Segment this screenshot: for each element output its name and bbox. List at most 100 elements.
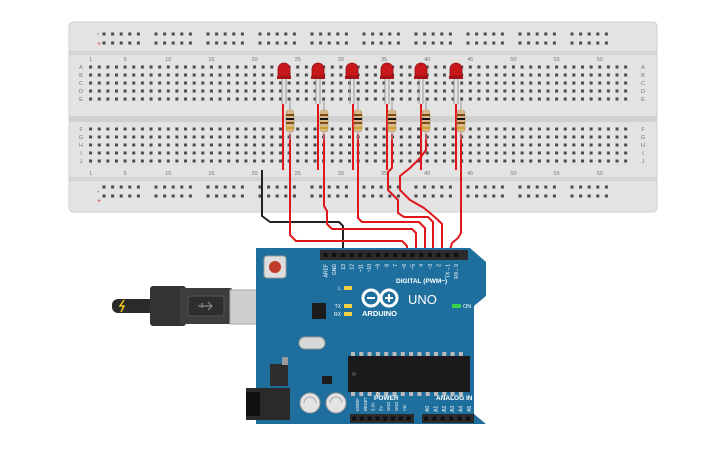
components[interactable] [277,62,466,140]
column-number: 40 [424,57,430,63]
digital-pin-label: GND [332,264,338,276]
breadboard-holes [89,32,628,198]
power-pin-label: 3.3V [371,402,376,411]
column-number: 5 [124,171,127,177]
on-label: ON [463,304,471,310]
column-number: 1 [89,57,92,63]
column-numbers: 1155101015152020252530303535404045455050… [89,57,603,177]
arduino-model-text: UNO [408,292,437,307]
row-letter: G [641,135,645,141]
digital-pin-label: 13 [341,264,347,270]
resistor[interactable] [456,100,466,140]
analog-pin-label: A4 [459,406,465,412]
digital-pin-label: 4 [419,264,425,267]
rail-plus-bottom: + [97,198,101,205]
digital-pin-label: 7 [393,264,399,267]
digital-pin-label: ~3 [428,264,434,270]
column-number: 45 [467,57,473,63]
column-number: 55 [554,57,560,63]
arduino-logo: ARDUINO [361,288,399,318]
column-number: 35 [381,171,387,177]
digital-pin-label: ~6 [402,264,408,270]
row-letter: F [79,127,83,133]
column-number: 10 [165,57,171,63]
atmega-chip [348,352,470,396]
digital-pin-label: ~10 [367,264,373,273]
digital-pin-label: ~11 [358,264,364,272]
wire-signal[interactable] [387,134,434,250]
wire-signal[interactable] [357,134,426,250]
row-letter: C [79,81,83,87]
wires[interactable] [261,104,462,251]
column-number: 45 [467,171,473,177]
digital-pin-label: 2 [437,264,443,267]
row-letter: F [641,127,645,133]
analog-pin-label: A0 [425,406,431,412]
digital-pin-label: ~9 [376,264,382,270]
power-analog-header [350,414,474,423]
row-letter: J [642,159,645,165]
column-number: 40 [424,171,430,177]
red-led[interactable] [414,62,428,104]
row-letter: A [79,65,83,71]
digital-pin-label: AREF [324,264,330,277]
column-number: 25 [295,171,301,177]
column-number: 60 [597,57,603,63]
red-led[interactable] [311,62,325,104]
row-letter: E [641,97,645,103]
column-number: 60 [597,171,603,177]
digital-pin-label: TX→1 [445,264,451,278]
column-number: 5 [124,57,127,63]
red-led[interactable] [277,62,291,104]
digital-pin-label: 8 [384,264,390,267]
power-pin-label: GND [386,402,391,411]
power-label: POWER [374,395,399,402]
row-letter: I [642,151,644,157]
column-number: 30 [338,171,344,177]
wire-signal[interactable] [323,134,417,250]
breadboard[interactable]: 1155101015152020252530303535404045455050… [68,21,658,213]
row-letter: E [79,97,83,103]
column-number: 1 [89,171,92,177]
arduino-brand-text: ARDUINO [362,309,397,318]
wire-signal[interactable] [399,134,443,250]
row-letter: G [79,135,83,141]
row-letter: B [641,73,645,79]
digital-header [320,250,468,260]
row-letter: B [79,73,83,79]
digital-header-label: DIGITAL (PWM~) [396,278,447,285]
red-led[interactable] [449,62,463,104]
resistor[interactable] [353,100,363,140]
column-number: 15 [208,171,214,177]
resistor[interactable] [285,100,295,140]
analog-pin-label: A2 [442,406,448,412]
analog-pin-label: A3 [450,406,456,412]
column-number: 30 [338,57,344,63]
resistor[interactable] [421,100,431,140]
wire-signal[interactable] [449,134,462,251]
column-number: 20 [252,171,258,177]
row-letter: I [80,151,82,157]
analog-pin-label: A1 [433,406,439,412]
row-letter: H [641,143,645,149]
red-led[interactable] [345,62,359,104]
power-pin-label: GND [394,402,399,411]
power-pin-label: RESET [363,397,368,411]
resistor[interactable] [387,100,397,140]
status-led-label: RX [334,312,342,318]
rail-minus-top: - [97,31,100,38]
red-led[interactable] [380,62,394,104]
wire-signal[interactable] [289,134,408,250]
usb-cable[interactable] [112,286,267,326]
row-letter: C [641,81,645,87]
row-letter: D [641,89,645,95]
resistor[interactable] [319,100,329,140]
rail-plus-top: + [97,41,101,48]
column-number: 50 [510,57,516,63]
column-number: 20 [252,57,258,63]
analog-label: ANALOG IN [436,395,473,402]
